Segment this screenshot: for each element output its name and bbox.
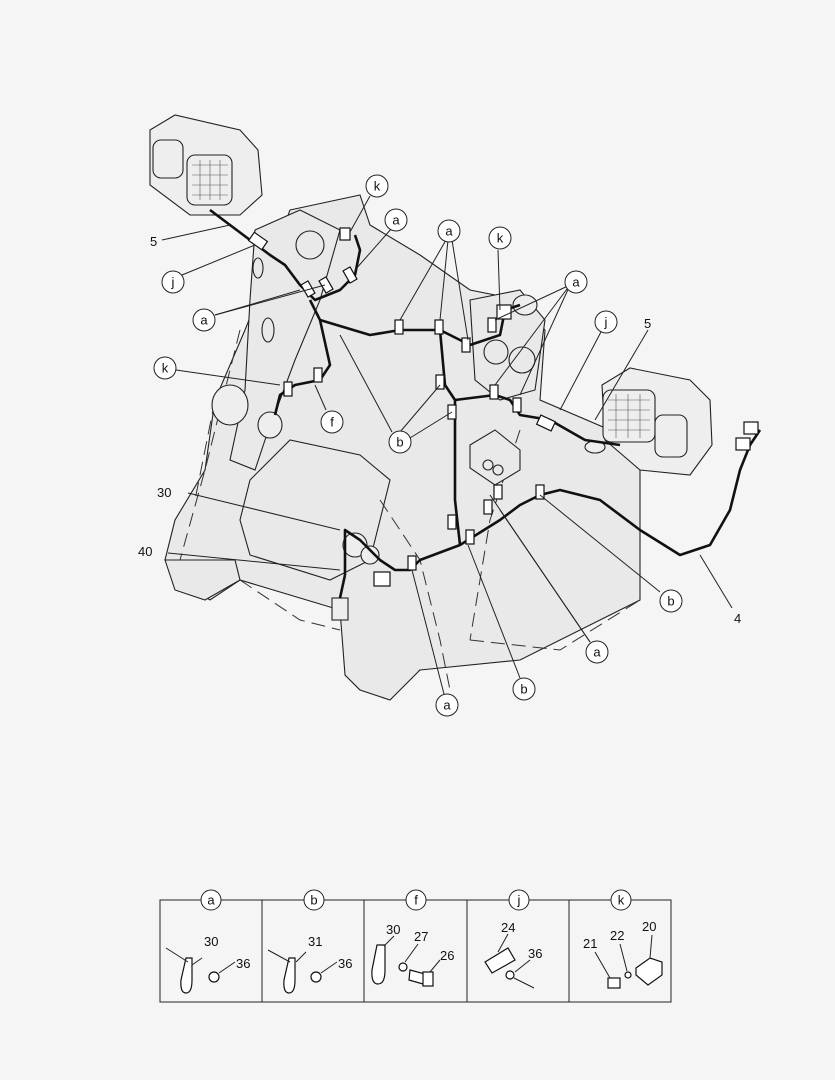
svg-text:j: j	[171, 275, 175, 290]
part-number-4: 4	[734, 611, 741, 626]
svg-text:31: 31	[308, 934, 322, 949]
callout-j-left: j	[161, 270, 185, 294]
svg-text:24: 24	[501, 920, 515, 935]
svg-text:22: 22	[610, 928, 624, 943]
legend-table: a 30 36 b 31 36 f	[159, 889, 672, 1003]
callout-f: f	[320, 410, 344, 434]
svg-text:30: 30	[204, 934, 218, 949]
svg-text:a: a	[572, 275, 580, 290]
svg-text:a: a	[207, 893, 215, 908]
svg-text:f: f	[414, 893, 418, 908]
callout-b-center: b	[388, 430, 412, 454]
svg-text:a: a	[445, 224, 453, 239]
svg-text:21: 21	[583, 936, 597, 951]
work-lamp-left	[149, 114, 263, 216]
work-lamp-right	[601, 367, 713, 476]
callout-b-right: b	[659, 589, 683, 613]
leader-lines	[161, 195, 733, 695]
legend-panel-k: k 21 22 20	[583, 889, 663, 989]
wire-harness	[209, 208, 762, 599]
svg-text:b: b	[520, 682, 527, 697]
part-number-40: 40	[138, 544, 152, 559]
callout-a-top: a	[384, 208, 408, 232]
svg-text:30: 30	[386, 922, 400, 937]
svg-text:26: 26	[440, 948, 454, 963]
callout-k-right: k	[488, 226, 512, 250]
svg-text:a: a	[392, 213, 400, 228]
svg-text:j: j	[517, 893, 521, 908]
svg-text:b: b	[667, 594, 674, 609]
svg-text:36: 36	[338, 956, 352, 971]
svg-text:k: k	[374, 179, 381, 194]
svg-text:27: 27	[414, 929, 428, 944]
legend-panel-f: f 30 27 26	[371, 889, 454, 987]
callout-k-top: k	[365, 174, 389, 198]
callout-a-right: a	[564, 270, 588, 294]
callout-a-center-top: a	[437, 219, 461, 243]
part-number-5-left: 5	[150, 234, 157, 249]
svg-text:b: b	[310, 893, 317, 908]
svg-text:a: a	[443, 698, 451, 713]
svg-text:a: a	[593, 645, 601, 660]
callout-j-right: j	[594, 310, 618, 334]
legend-panel-j: j 24 36	[484, 889, 542, 989]
part-number-5-right: 5	[644, 316, 651, 331]
callout-a-bottom: a	[435, 693, 459, 717]
svg-text:36: 36	[528, 946, 542, 961]
svg-text:a: a	[200, 313, 208, 328]
svg-text:36: 36	[236, 956, 250, 971]
svg-text:k: k	[162, 361, 169, 376]
part-number-30: 30	[157, 485, 171, 500]
svg-text:k: k	[618, 893, 625, 908]
callout-b-bottom: b	[512, 677, 536, 701]
svg-text:j: j	[604, 315, 608, 330]
svg-text:k: k	[497, 231, 504, 246]
svg-text:f: f	[330, 415, 334, 430]
callout-k-left: k	[153, 356, 177, 380]
callout-a-bottom-right: a	[585, 640, 609, 664]
callout-a-left: a	[192, 308, 216, 332]
svg-text:b: b	[396, 435, 403, 450]
svg-text:20: 20	[642, 919, 656, 934]
legend-panel-b: b 31 36	[267, 889, 352, 994]
legend-panel-a: a 30 36	[165, 889, 250, 994]
